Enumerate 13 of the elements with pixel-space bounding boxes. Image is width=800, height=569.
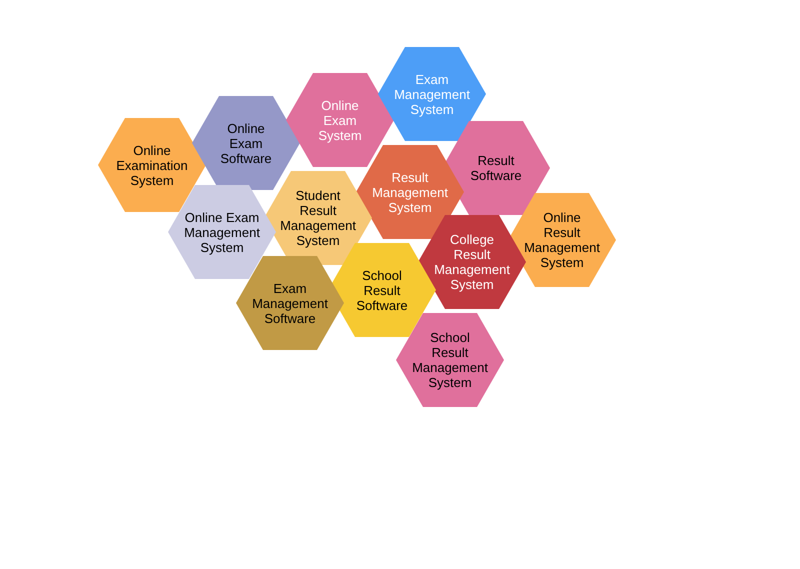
hexagon-label: Online Exam System (317, 98, 363, 142)
hexagon-label: School Result Management System (412, 330, 488, 390)
hexagon-label: Online Result Management System (524, 210, 600, 270)
hexagon-label: Online Exam Software (219, 120, 273, 166)
hexagon-label: School Result Software (355, 268, 409, 312)
hexagon-label: Student Result Management System (280, 188, 356, 248)
hexagon-label: Online Exam Management System (184, 210, 260, 254)
hexagon-label: Exam Management Software (252, 280, 328, 326)
hexagon-label: College Result Management System (434, 232, 510, 292)
hexagon-label: Online Examination System (116, 142, 188, 188)
hexagon-label: Exam Management System (394, 72, 470, 116)
hexagon-label: Result Management System (372, 170, 448, 214)
hexagon-label: Result Software (469, 153, 523, 183)
